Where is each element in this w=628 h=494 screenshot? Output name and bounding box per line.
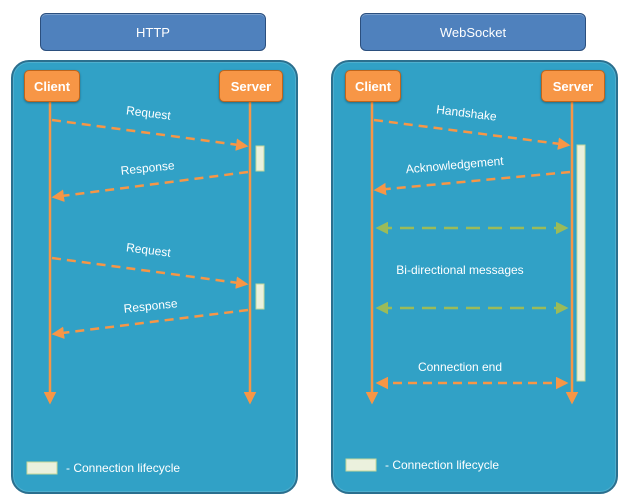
- http-response-2-arrow: [51, 308, 249, 339]
- websocket-title: WebSocket: [439, 24, 507, 40]
- http-request-1-arrow: [51, 118, 249, 151]
- ws-legend-label: - Connection lifecycle: [385, 458, 499, 472]
- ws-server-label: Server: [552, 78, 594, 94]
- websocket-panel: [331, 60, 618, 494]
- http-response-1-label: Response: [120, 158, 176, 178]
- http-lifecycle-bar-2: [255, 283, 265, 310]
- http-server-label: Server: [230, 78, 272, 94]
- ws-legend-swatch: [345, 458, 377, 472]
- ws-ack-arrow: [373, 170, 571, 196]
- http-request-2-label: Request: [125, 240, 172, 259]
- http-lifecycle-bar-1: [255, 145, 265, 172]
- http-legend-swatch: [26, 461, 58, 475]
- ws-handshake-arrow: [373, 118, 571, 150]
- ws-lifecycle-bar: [576, 144, 586, 382]
- http-request-1-label: Request: [125, 103, 172, 122]
- http-header: HTTP: [40, 13, 266, 51]
- http-response-1-arrow: [51, 170, 249, 202]
- http-client-label: Client: [33, 78, 71, 94]
- ws-handshake-label: Handshake: [436, 102, 498, 123]
- ws-server-box: Server: [541, 70, 605, 102]
- ws-client-box: Client: [345, 70, 401, 102]
- ws-connection-end-label: Connection end: [418, 360, 502, 374]
- websocket-header: WebSocket: [360, 13, 586, 51]
- http-server-box: Server: [219, 70, 283, 102]
- http-title: HTTP: [136, 24, 170, 40]
- ws-client-label: Client: [354, 78, 392, 94]
- http-response-2-label: Response: [123, 296, 179, 316]
- ws-ack-label: Acknowledgement: [405, 154, 505, 177]
- http-request-2-arrow: [51, 256, 249, 289]
- ws-bidirectional-label: Bi-directional messages: [396, 263, 523, 277]
- http-legend-label: - Connection lifecycle: [66, 461, 180, 475]
- http-client-box: Client: [24, 70, 80, 102]
